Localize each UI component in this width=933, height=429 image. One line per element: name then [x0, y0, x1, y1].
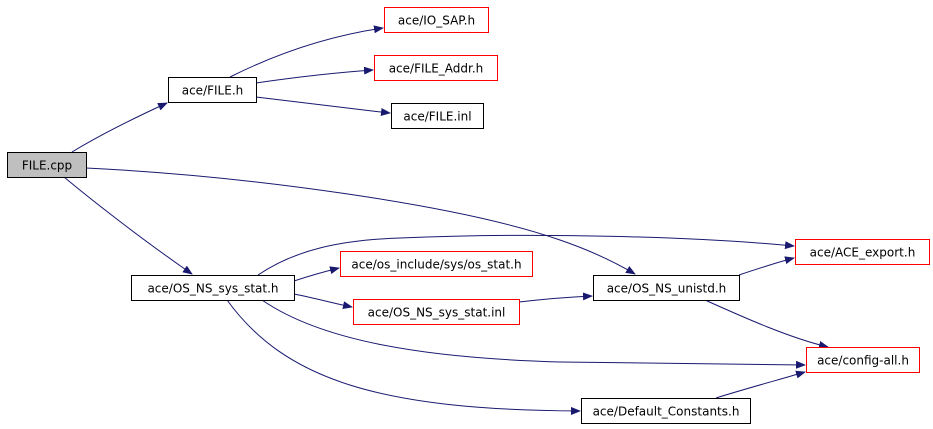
edge-ace-os-ns-unistd-h-to-ace-ace-export-h: [738, 256, 795, 276]
node-label-ace-file-addr-h: ace/FILE_Addr.h: [389, 62, 484, 76]
node-label-ace-config-all-h: ace/config-all.h: [817, 354, 909, 368]
edge-ace-file-h-to-ace-file-inl: [255, 96, 391, 116]
node-label-ace-os-ns-sys-stat-inl: ace/OS_NS_sys_stat.inl: [368, 306, 506, 320]
node-ace-file-h[interactable]: ace/FILE.h: [168, 77, 257, 103]
node-ace-io-sap-h[interactable]: ace/IO_SAP.h: [384, 7, 489, 33]
node-box-ace-config-all-h: [806, 347, 920, 373]
node-label-ace-os-include-sys-os-stat-h: ace/os_include/sys/os_stat.h: [351, 258, 521, 272]
node-box-ace-os-include-sys-os-stat-h: [340, 251, 533, 277]
node-label-ace-os-ns-sys-stat-h: ace/OS_NS_sys_stat.h: [147, 282, 278, 296]
edge-ace-default-constants-h-to-ace-config-all-h: [715, 370, 806, 399]
edge-ace-file-h-to-ace-io-sap-h: [229, 25, 384, 78]
nodes-layer: FILE.cpp ace/FILE.h ace/IO_SAP.h ace/FILE_A…: [7, 7, 930, 424]
edge-ace-os-ns-sys-stat-h-to-ace-os-ns-sys-stat-inl: [293, 293, 353, 310]
node-ace-os-ns-sys-stat-h[interactable]: ace/OS_NS_sys_stat.h: [131, 275, 295, 301]
node-box-ace-ace-export-h: [795, 239, 930, 265]
node-file-cpp[interactable]: FILE.cpp: [7, 152, 87, 178]
node-ace-file-addr-h[interactable]: ace/FILE_Addr.h: [374, 55, 498, 81]
edge-ace-os-ns-sys-stat-inl-to-ace-os-ns-unistd-h: [518, 292, 593, 303]
node-ace-os-ns-unistd-h[interactable]: ace/OS_NS_unistd.h: [593, 275, 740, 301]
node-ace-os-ns-sys-stat-inl[interactable]: ace/OS_NS_sys_stat.inl: [353, 299, 520, 325]
edge-ace-os-ns-sys-stat-h-to-ace-ace-export-h: [257, 234, 795, 276]
edge-ace-os-ns-sys-stat-h-to-ace-config-all-h: [261, 299, 806, 369]
edges-layer: [63, 25, 829, 415]
node-box-ace-default-constants-h: [581, 398, 751, 424]
node-ace-file-inl[interactable]: ace/FILE.inl: [391, 103, 484, 129]
node-box-ace-file-inl: [391, 103, 484, 129]
node-ace-os-include-sys-os-stat-h[interactable]: ace/os_include/sys/os_stat.h: [340, 251, 533, 277]
node-box-file-cpp: [7, 152, 87, 178]
node-label-ace-io-sap-h: ace/IO_SAP.h: [398, 14, 475, 28]
node-box-ace-file-addr-h: [374, 55, 498, 81]
edge-file-cpp-to-ace-os-ns-unistd-h: [85, 167, 636, 275]
edge-ace-file-h-to-ace-file-addr-h: [255, 66, 374, 84]
node-ace-config-all-h[interactable]: ace/config-all.h: [806, 347, 920, 373]
node-label-ace-file-inl: ace/FILE.inl: [403, 110, 471, 124]
node-box-ace-file-h: [168, 77, 257, 103]
node-box-ace-os-ns-sys-stat-inl: [353, 299, 520, 325]
node-ace-ace-export-h[interactable]: ace/ACE_export.h: [795, 239, 930, 265]
node-label-ace-file-h: ace/FILE.h: [182, 84, 244, 98]
edge-ace-os-ns-unistd-h-to-ace-config-all-h: [704, 299, 829, 349]
node-ace-default-constants-h[interactable]: ace/Default_Constants.h: [581, 398, 751, 424]
node-box-ace-io-sap-h: [384, 7, 489, 33]
node-box-ace-os-ns-unistd-h: [593, 275, 740, 301]
node-label-ace-default-constants-h: ace/Default_Constants.h: [593, 405, 740, 419]
node-box-ace-os-ns-sys-stat-h: [131, 275, 295, 301]
edge-file-cpp-to-ace-file-h: [71, 102, 168, 153]
edge-ace-os-ns-sys-stat-h-to-ace-os-include-sys-os-stat-h: [293, 266, 340, 282]
node-label-ace-os-ns-unistd-h: ace/OS_NS_unistd.h: [607, 282, 727, 296]
edge-ace-os-ns-sys-stat-h-to-ace-default-constants-h: [226, 299, 581, 415]
node-label-file-cpp: FILE.cpp: [22, 159, 72, 173]
edge-file-cpp-to-ace-os-ns-sys-stat-h: [63, 176, 193, 275]
node-label-ace-ace-export-h: ace/ACE_export.h: [810, 246, 916, 260]
